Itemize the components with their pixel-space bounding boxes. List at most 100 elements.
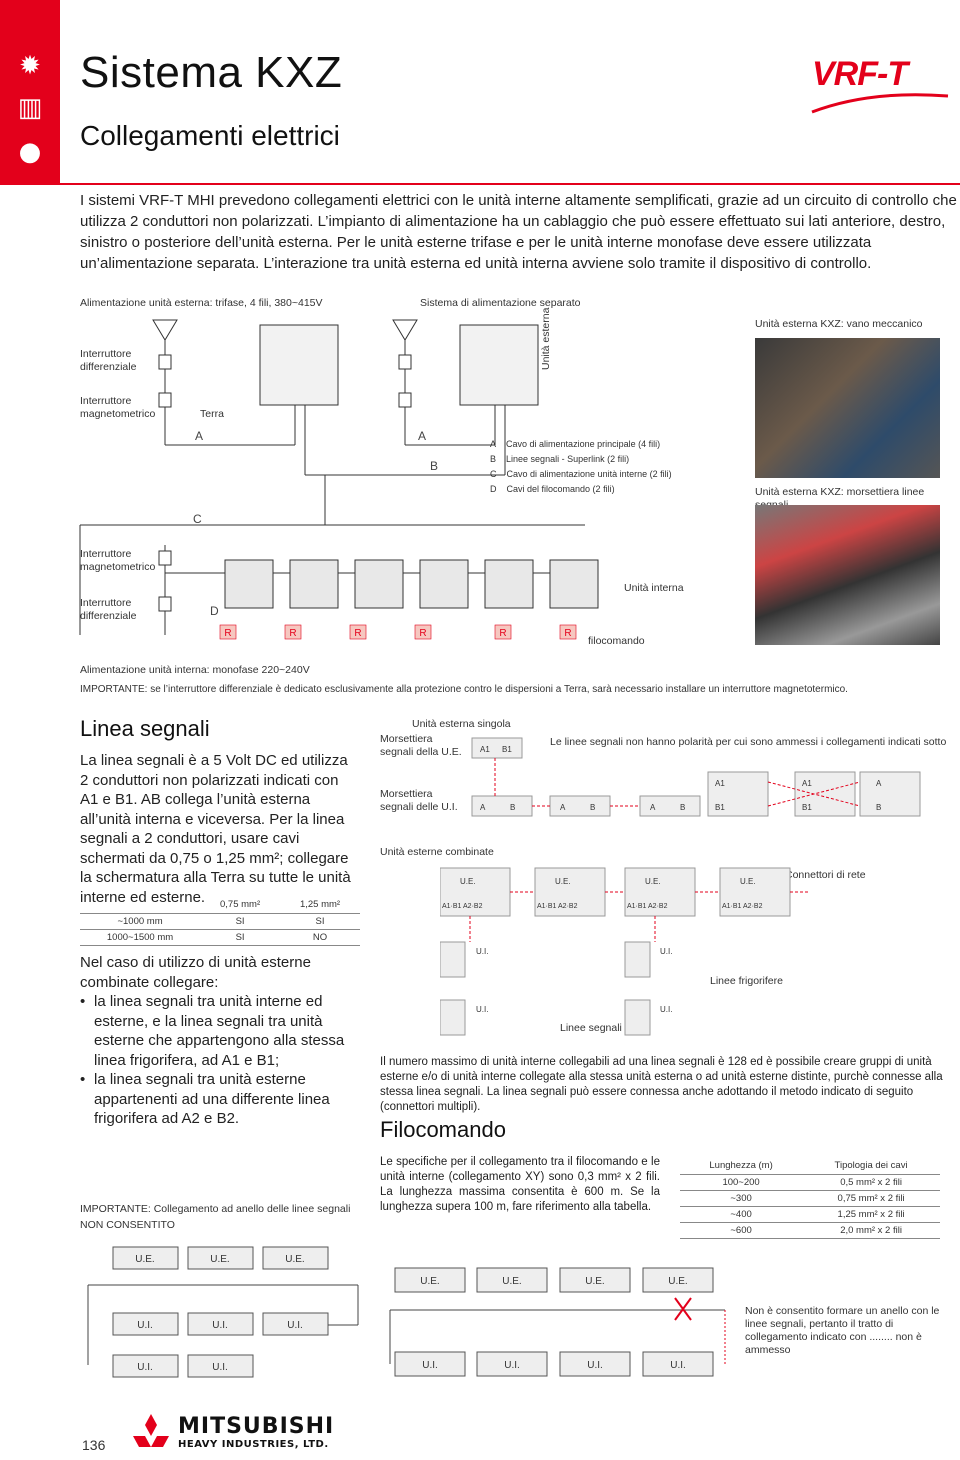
- single-unit-label: Unità esterna singola: [412, 718, 511, 730]
- signal-line-diagram: A1 B1 A B A B A B A1 B1 A1 B1 A B U.E. U…: [440, 737, 921, 1036]
- int-magn-label-2: Interruttore magnetometrico: [80, 548, 156, 573]
- ring-left-ue-1: U.E.: [135, 1254, 154, 1265]
- ue-label-4: U.E.: [740, 877, 756, 886]
- power-indoor-label: Alimentazione unità interna: monofase 22…: [80, 664, 310, 676]
- ui-label-3: U.I.: [660, 947, 672, 956]
- mechanical-compartment-photo: [755, 338, 940, 478]
- remote-r-1: R: [224, 628, 231, 639]
- ring-right-ui-2: U.I.: [504, 1360, 520, 1371]
- morsettiera-ue-label: Morsettiera segnali della U.E.: [380, 733, 462, 758]
- remote-r-2: R: [289, 628, 296, 639]
- int-diff-label-2: Interruttore differenziale: [80, 597, 137, 622]
- wire-a-1: A: [195, 429, 203, 443]
- vrf-t-logo: VRF-T: [812, 55, 908, 93]
- max-units-text: Il numero massimo di unità interne colle…: [380, 1056, 943, 1113]
- ring-note: Non è consentito formare un anello con l…: [745, 1305, 940, 1356]
- page-subtitle: Collegamenti elettrici: [80, 120, 340, 151]
- unita-esterna-label: Unità esterna: [540, 307, 552, 370]
- ring-diagram-right: U.E. U.E. U.E. U.E. U.I. U.I. U.I. U.I.: [389, 1267, 726, 1377]
- combo-b-3: B: [876, 803, 881, 812]
- bullet-1: la linea segnali tra unità interne ed es…: [80, 992, 360, 1070]
- bullet-2: la linea segnali tra unità esterne appar…: [80, 1070, 360, 1129]
- ring-right-ue-4: U.E.: [668, 1276, 687, 1287]
- wire-d: D: [210, 604, 219, 618]
- linee-segnali-label: Linee segnali: [560, 1022, 622, 1034]
- drop-icon: ●: [18, 137, 42, 167]
- page-title: Sistema KXZ: [80, 48, 343, 97]
- sun-icon: ✹: [19, 51, 41, 81]
- ring-right-ue-3: U.E.: [585, 1276, 604, 1287]
- polarity-note: Le linee segnali non hanno polarità per …: [550, 736, 947, 748]
- brand-name: MITSUBISHI: [178, 1414, 335, 1439]
- combined-intro: Nel caso di utilizzo di unità esterne co…: [80, 954, 311, 991]
- ring-left-ui-3: U.I.: [287, 1320, 303, 1331]
- term-a1: A1: [480, 745, 490, 754]
- ring-right-ue-2: U.E.: [502, 1276, 521, 1287]
- legend: A Cavo di alimentazione principale (4 fi…: [490, 439, 672, 494]
- morsettiera-ui-label: Morsettiera segnali delle U.I.: [380, 788, 458, 813]
- mitsubishi-logo: MITSUBISHI HEAVY INDUSTRIES, LTD.: [130, 1412, 370, 1457]
- divider: [60, 183, 960, 185]
- filocomando-label: filocomando: [588, 635, 645, 647]
- combo-b1-1: B1: [715, 803, 725, 812]
- logo-swoosh: [811, 93, 949, 114]
- filocomando-heading: Filocomando: [380, 1117, 506, 1142]
- remote-r-5: R: [499, 628, 506, 639]
- page-number: 136: [82, 1437, 106, 1453]
- ue-terms-1: A1·B1 A2·B2: [442, 903, 483, 910]
- ue-label-1: U.E.: [460, 877, 476, 886]
- connettori-label: Connettori di rete: [785, 869, 866, 881]
- intro-paragraph: I sistemi VRF-T MHI prevedono collegamen…: [80, 192, 957, 272]
- combined-section: Nel caso di utilizzo di unità esterne co…: [80, 953, 360, 1129]
- brand-sub: HEAVY INDUSTRIES, LTD.: [178, 1439, 329, 1450]
- linee-frig-label: Linee frigorifere: [710, 975, 783, 987]
- combo-a-3: A: [876, 779, 882, 788]
- ring-left-ui-4: U.I.: [137, 1362, 153, 1373]
- ring-left-ui-5: U.I.: [212, 1362, 228, 1373]
- ue-terms-3: A1·B1 A2·B2: [627, 903, 668, 910]
- term-a-3: A: [650, 803, 656, 812]
- wire-b: B: [430, 459, 438, 473]
- ue-label-3: U.E.: [645, 877, 661, 886]
- ring-left-ue-3: U.E.: [285, 1254, 304, 1265]
- ue-terms-2: A1·B1 A2·B2: [537, 903, 578, 910]
- ring-right-ui-4: U.I.: [670, 1360, 686, 1371]
- combo-a1-1: A1: [715, 779, 725, 788]
- linea-segnali-heading: Linea segnali: [80, 716, 210, 741]
- cable-table: 0,75 mm² 1,25 mm² ~1000 mm SI SI 1000~15…: [80, 897, 360, 946]
- ring-right-ui-1: U.I.: [422, 1360, 438, 1371]
- building-icon: ▥: [17, 93, 43, 123]
- ue-label-2: U.E.: [555, 877, 571, 886]
- ui-label-2: U.I.: [476, 1005, 488, 1014]
- linea-segnali-text: La linea segnali è a 5 Volt DC ed utiliz…: [80, 752, 351, 906]
- vano-label: Unità esterna KXZ: vano meccanico: [755, 318, 923, 330]
- sidebar: ✹ ▥ ●: [0, 0, 60, 185]
- ui-label-4: U.I.: [660, 1005, 672, 1014]
- ring-left-ue-2: U.E.: [210, 1254, 229, 1265]
- ring-right-ue-1: U.E.: [420, 1276, 439, 1287]
- term-a-1: A: [480, 803, 486, 812]
- unita-interna-label: Unità interna: [624, 582, 684, 594]
- ui-label-1: U.I.: [476, 947, 488, 956]
- remote-r-4: R: [419, 628, 426, 639]
- three-diamonds-icon: [133, 1414, 169, 1447]
- term-b-1: B: [510, 803, 515, 812]
- combined-label: Unità esterne combinate: [380, 846, 494, 858]
- combo-a1-2: A1: [802, 779, 812, 788]
- int-diff-label-1: Interruttore differenziale: [80, 348, 137, 373]
- ring-right-ui-3: U.I.: [587, 1360, 603, 1371]
- separate-supply-label: Sistema di alimentazione separato: [420, 297, 581, 309]
- wiring-diagram-1: R R R R R R A A B C D: [79, 319, 599, 640]
- term-b-3: B: [680, 803, 685, 812]
- important-note-1: IMPORTANTE: se l’interruttore differenzi…: [80, 684, 848, 695]
- ring-important: IMPORTANTE: Collegamento ad anello delle…: [80, 1203, 351, 1215]
- combo-b1-2: B1: [802, 803, 812, 812]
- wire-a-2: A: [418, 429, 426, 443]
- int-magn-label-1: Interruttore magnetometrico: [80, 395, 156, 420]
- ring-left-ui-2: U.I.: [212, 1320, 228, 1331]
- terminal-block-photo: [755, 505, 940, 645]
- term-a-2: A: [560, 803, 566, 812]
- terra-label: Terra: [200, 408, 224, 420]
- wire-c: C: [193, 512, 202, 526]
